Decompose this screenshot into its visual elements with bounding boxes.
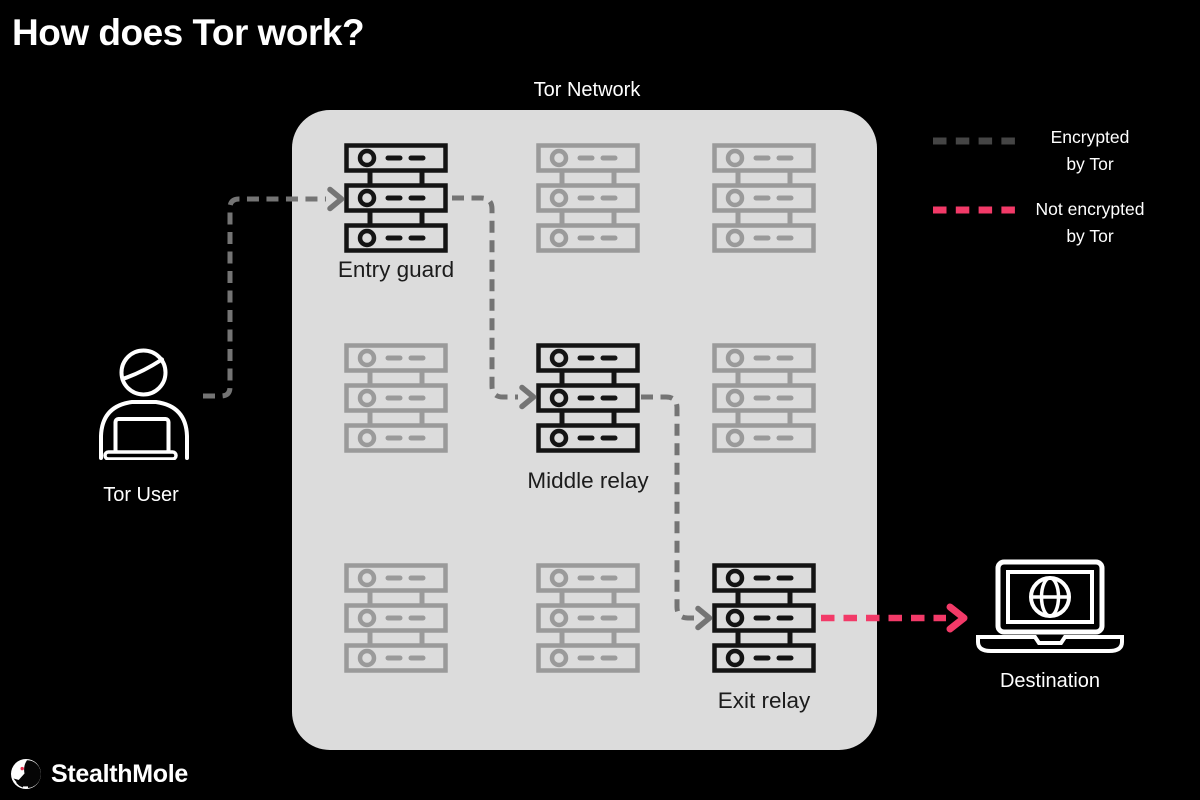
- legend-label-not-encrypted: Not encrypted by Tor: [1035, 199, 1145, 246]
- legend-dash-encrypted-icon: [933, 137, 1015, 145]
- page-title: How does Tor work?: [12, 12, 365, 53]
- exit-relay-label: Exit relay: [717, 688, 811, 713]
- destination-laptop-icon: [976, 559, 1124, 653]
- server-stack-inactive-icon: [536, 143, 640, 253]
- server-stack-exit-relay-icon: [712, 563, 816, 673]
- tor-user-icon: [99, 348, 189, 460]
- server-stack-entry-guard-icon: [344, 143, 448, 253]
- server-stack-inactive-icon: [344, 343, 448, 453]
- logo-wordmark: StealthMole: [51, 759, 188, 788]
- middle-relay-label: Middle relay: [527, 468, 649, 493]
- stealthmole-logo: StealthMole: [10, 758, 188, 790]
- destination-label: Destination: [999, 670, 1101, 692]
- server-stack-inactive-icon: [712, 143, 816, 253]
- tor-user-label: Tor User: [103, 484, 179, 506]
- globe-icon: [1029, 576, 1071, 618]
- server-stack-inactive-icon: [712, 343, 816, 453]
- tor-network-label: Tor Network: [533, 79, 641, 101]
- server-stack-inactive-icon: [536, 563, 640, 673]
- legend-label-encrypted: Encrypted by Tor: [1050, 127, 1130, 174]
- server-stack-middle-relay-icon: [536, 343, 640, 453]
- entry-guard-label: Entry guard: [337, 257, 455, 282]
- server-stack-inactive-icon: [344, 563, 448, 673]
- stealthmole-mole-icon: [11, 759, 41, 789]
